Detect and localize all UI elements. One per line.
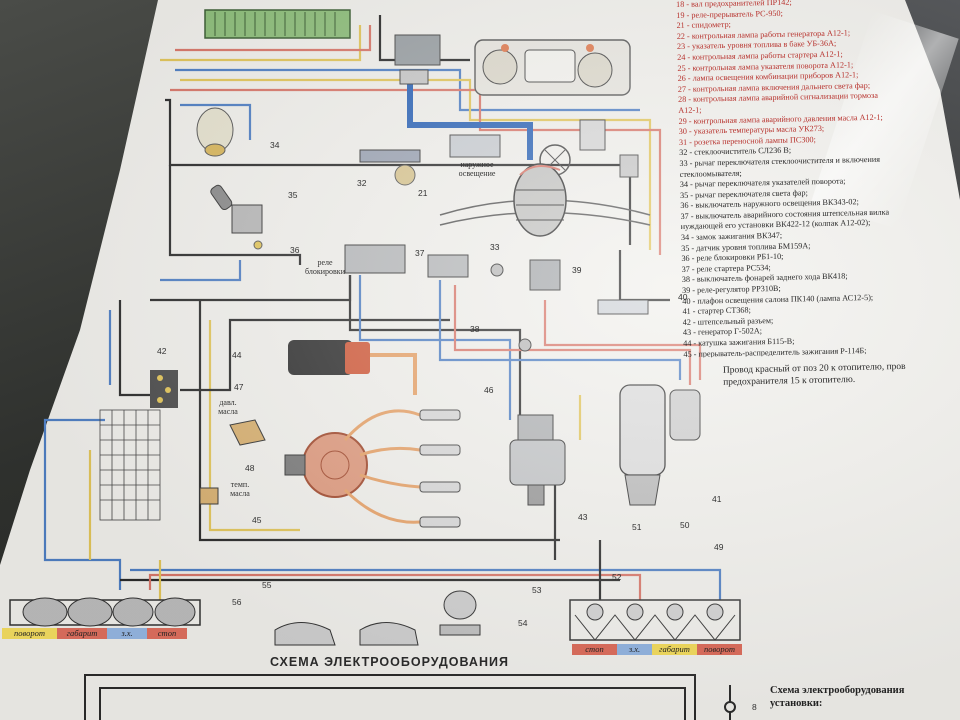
oil-temp-label: темп. масла [230, 480, 250, 498]
part-number: 38 [470, 324, 480, 334]
wiring-note: Провод красный от поз 20 к отопителю, пр… [723, 359, 960, 388]
lamp-color-label: стоп [572, 644, 617, 655]
second-diagram-caption: Схема электрооборудования установки: [770, 684, 904, 710]
interior-light [597, 299, 649, 315]
lamp-color-label: поворот [697, 644, 742, 655]
ignition-coil [288, 340, 417, 395]
wire-harness [43, 15, 722, 600]
part-number: 52 [612, 572, 622, 582]
plate-lights [274, 622, 419, 646]
oil-pressure-sensor [229, 419, 266, 446]
part-number: 21 [418, 188, 428, 198]
steering-column-switch [439, 163, 651, 237]
switch-block [359, 134, 501, 186]
part-number: 53 [532, 585, 542, 595]
outer-light-label: наружное освещение [458, 160, 496, 178]
part-number: 34 [270, 140, 280, 150]
caption-line: Схема электрооборудования [770, 685, 905, 696]
part-number: 33 [490, 242, 500, 252]
top-relay [394, 34, 441, 85]
relay-block-label: реле блокировки [305, 258, 345, 276]
part-number: 39 [572, 265, 582, 275]
part-number: 50 [680, 520, 690, 530]
distributor [284, 409, 421, 524]
generator [509, 414, 566, 506]
part-number: 56 [232, 597, 242, 607]
lamp-socket-top-left [196, 107, 234, 157]
component-legend: 18 - вал предохранителей ПР142;19 - реле… [676, 0, 960, 358]
instrument-cluster [474, 39, 631, 96]
part-number: 40 [678, 292, 688, 302]
part-number: 55 [262, 580, 272, 590]
part-number: 32 [357, 178, 367, 188]
lamp-color-label: габарит [57, 628, 107, 639]
fuse-block [204, 9, 351, 39]
oil-pressure-label: давл. масла [218, 398, 238, 416]
part-number: 42 [157, 346, 167, 356]
part-number: 41 [712, 494, 722, 504]
lamp-color-label: габарит [652, 644, 697, 655]
part-number: 47 [234, 382, 244, 392]
part-number: 54 [518, 618, 528, 628]
part-number: 36 [290, 245, 300, 255]
part-number: 8 [752, 702, 757, 712]
lamp-color-label: з.х. [617, 644, 652, 655]
heavy-cable [407, 80, 533, 160]
lamp-color-label: з.х. [107, 628, 147, 639]
starter [619, 384, 701, 506]
diagram-caption: СХЕМА ЭЛЕКТРООБОРУДОВАНИЯ [270, 655, 509, 669]
caption-line: установки: [770, 698, 823, 709]
part-number: 44 [232, 350, 242, 360]
part-number: 46 [484, 385, 494, 395]
gear-lever-switch [210, 184, 263, 250]
wiper-motor [539, 119, 639, 178]
rear-lamps-left [9, 597, 201, 627]
underhood-lamp [439, 590, 481, 636]
lamp-color-label: стоп [147, 628, 187, 639]
part-number: 51 [632, 522, 642, 532]
part-number: 45 [252, 515, 262, 525]
part-number: 49 [714, 542, 724, 552]
lamp-color-label: поворот [2, 628, 57, 639]
rear-lamps-right [569, 599, 741, 641]
second-schematic-frame [84, 674, 736, 720]
part-number: 48 [245, 463, 255, 473]
part-number: 37 [415, 248, 425, 258]
fuse-panel-grid [99, 409, 161, 521]
oil-temp-sensor [199, 487, 219, 505]
part-number: 35 [288, 190, 298, 200]
spark-plugs [419, 409, 461, 528]
relay-block [344, 244, 561, 352]
part-number: 43 [578, 512, 588, 522]
connector [150, 370, 178, 408]
